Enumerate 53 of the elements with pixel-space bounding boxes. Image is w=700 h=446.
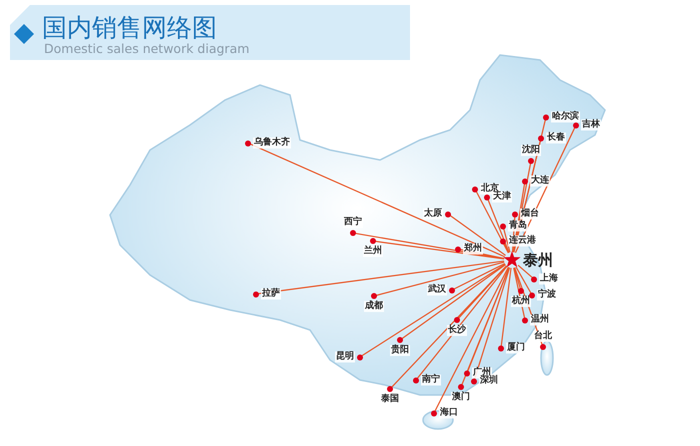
connector-line (518, 264, 533, 278)
connector-line (513, 268, 526, 318)
connector-line (487, 198, 510, 253)
connector-line (461, 267, 510, 386)
city-label: 哈尔滨 (551, 112, 580, 122)
connector-line (454, 263, 506, 290)
city-label: 沈阳 (521, 145, 541, 156)
city-label: 西宁 (343, 217, 363, 228)
city-label: 宁波 (537, 290, 557, 300)
city-label: 连云港 (508, 236, 537, 246)
city-label: 拉萨 (261, 288, 281, 300)
city-label: 昆明 (335, 352, 355, 362)
hub-city-label: 泰州 (523, 252, 553, 268)
connector-line (514, 126, 576, 254)
connector-line (460, 248, 504, 259)
connector-line (502, 228, 511, 252)
subtitle: Domestic sales network diagram (44, 42, 250, 56)
connector-line (515, 266, 532, 294)
city-label: 烟台 (520, 208, 540, 220)
connector-line (401, 264, 506, 340)
connector-line (390, 265, 507, 388)
city-label: 台北 (533, 331, 553, 342)
connector-line (376, 261, 504, 296)
connector-line (416, 266, 508, 379)
city-label: 乌鲁木齐 (253, 138, 291, 148)
city-label: 成都 (364, 301, 384, 312)
city-label: 兰州 (363, 246, 383, 257)
city-label: 长沙 (447, 325, 467, 336)
connector-line (514, 268, 522, 290)
city-label: 青岛 (508, 220, 528, 232)
city-label: 郑州 (463, 244, 483, 254)
city-label: 贵阳 (390, 345, 410, 356)
city-label: 武汉 (427, 284, 447, 296)
connector-line (449, 214, 506, 256)
connector-line (500, 268, 512, 346)
city-label: 南宁 (421, 374, 441, 386)
title: 国内销售网络图 (42, 14, 217, 42)
city-label: 厦门 (506, 342, 526, 354)
city-label: 海口 (439, 408, 459, 418)
city-label: 长春 (546, 132, 566, 144)
city-label: 泰国 (380, 394, 400, 405)
city-label: 澳门 (451, 392, 471, 403)
connector-line (475, 190, 509, 254)
city-label: 上海 (539, 274, 559, 284)
city-label: 太原 (423, 208, 443, 220)
city-label: 大连 (530, 176, 550, 186)
city-label: 温州 (530, 314, 550, 326)
city-label: 杭州 (511, 296, 531, 307)
city-label: 深圳 (479, 376, 499, 386)
connector-line (258, 260, 504, 294)
connector-line (374, 240, 504, 260)
connector-line (503, 242, 510, 254)
city-label: 吉林 (581, 120, 601, 130)
